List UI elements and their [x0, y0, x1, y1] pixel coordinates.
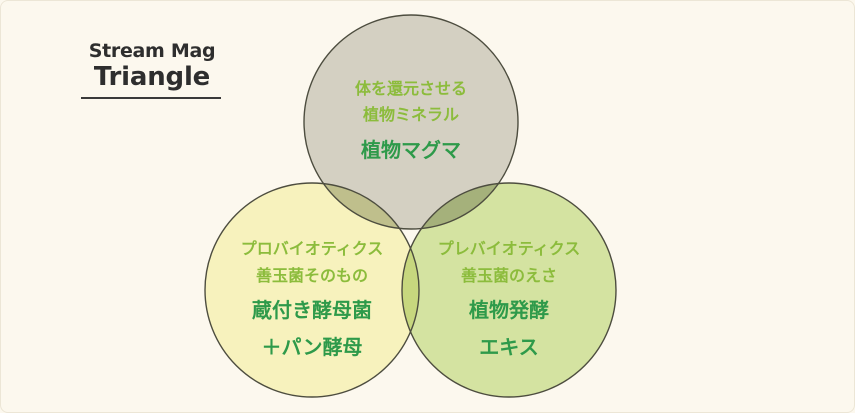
right-title-1: 植物発酵	[469, 298, 549, 322]
top-line-1: 体を還元させる	[355, 79, 467, 98]
left-line-2: 善玉菌そのもの	[256, 266, 368, 285]
left-line-1: プロバイオティクス	[241, 239, 384, 258]
logo-line-2: Triangle	[93, 62, 211, 92]
right-circle-outline	[401, 182, 617, 398]
right-circle	[402, 183, 616, 397]
logo-underline	[81, 97, 221, 99]
left-circle	[205, 183, 419, 397]
top-line-2: 植物ミネラル	[362, 105, 459, 124]
logo-line-1: Stream Mag	[88, 40, 216, 62]
circle-outlines	[204, 14, 617, 398]
top-circle	[304, 15, 518, 229]
top-title: 植物マグマ	[361, 138, 461, 162]
right-line-2: 善玉菌のえさ	[461, 266, 557, 285]
stream-mag-logo: Stream Mag Triangle	[81, 39, 223, 99]
right-line-1: プレバイオティクス	[438, 239, 581, 258]
left-circle-outline	[204, 182, 420, 398]
left-title-2: ＋パン酵母	[262, 335, 363, 359]
right-title-2: エキス	[479, 335, 538, 359]
top-circle-outline	[303, 14, 519, 230]
left-title-1: 蔵付き酵母菌	[252, 298, 372, 322]
